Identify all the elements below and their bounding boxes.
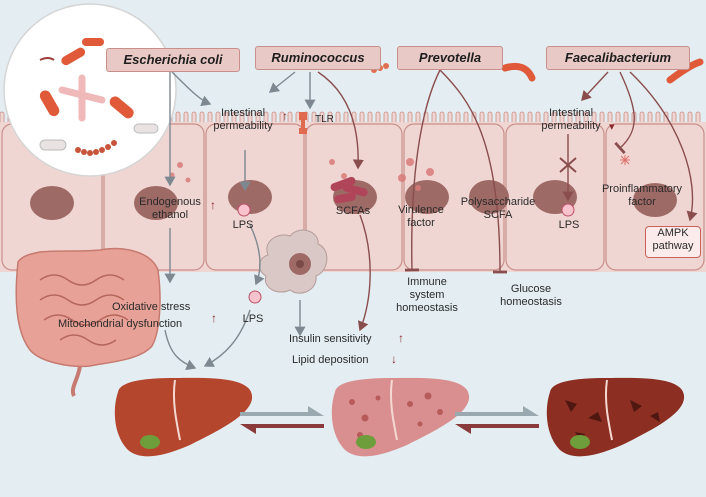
up-arrow-oxidative: ↑: [211, 311, 217, 325]
ampk-pathway-text: AMPK pathway: [652, 227, 694, 252]
pathway-arrows: [164, 69, 698, 371]
up-arrow-ethanol: ↑: [210, 198, 216, 212]
down-arrow-lipid: ↓: [391, 352, 397, 366]
lps-dots: [237, 203, 575, 304]
polysaccharide-scfa-label: Polysaccharide SCFA: [454, 196, 542, 222]
immune-cell: [259, 229, 328, 294]
virulence-factor-text: Virulence factor: [398, 204, 444, 229]
cell-nuclei: [30, 180, 677, 220]
polysaccharide-scfa-text: Polysaccharide SCFA: [460, 196, 536, 221]
prevotella-rod: [501, 62, 536, 82]
progression-arrows: [240, 406, 539, 434]
lps-cell-label: LPS: [232, 219, 254, 231]
liver-fibrotic: [546, 377, 685, 457]
tlr-receptor: [299, 112, 307, 134]
liver-fatty: [331, 377, 470, 457]
proinflammatory-factor-text: Proinflammatory factor: [601, 183, 683, 208]
intestinal-permeability-label-1: Intestinal permeability: [206, 107, 280, 133]
oxidative-stress-label: Oxidative stress: [112, 301, 191, 313]
endogenous-ethanol-label: Endogenous ethanol: [126, 196, 214, 222]
inflammation-burst: [620, 155, 630, 165]
proinflammatory-factor-label: Proinflammatory factor: [594, 183, 690, 209]
scfas-label: SCFAs: [335, 205, 371, 217]
up-arrow-insulin: ↑: [398, 331, 404, 345]
down-arrow-permeability-2: ▾: [609, 121, 615, 133]
prevotella-tag: Prevotella: [397, 46, 503, 70]
mitochondrial-dysfunction-label: Mitochondrial dysfunction: [58, 318, 183, 330]
insulin-sensitivity-label: Insulin sensitivity: [289, 333, 372, 345]
ecoli-tag: Escherichia coli: [106, 48, 240, 72]
endogenous-ethanol-text: Endogenous ethanol: [139, 196, 201, 221]
faecalibacterium-tag: Faecalibacterium: [546, 46, 690, 70]
virulence-factor-label: Virulence factor: [386, 204, 456, 230]
liver-healthy: [114, 377, 253, 457]
lps-right-label: LPS: [558, 219, 580, 231]
intestinal-permeability-label-2: Intestinal permeability: [533, 107, 609, 133]
bacteria-magnifier: [3, 3, 177, 177]
immune-homeostasis-text: Immune system homeostasis: [396, 276, 458, 314]
ampk-pathway-box: AMPK pathway: [645, 226, 701, 258]
glucose-homeostasis-text: Glucose homeostasis: [500, 283, 562, 308]
particles: [169, 158, 434, 191]
immune-homeostasis-label: Immune system homeostasis: [382, 276, 472, 315]
scfa-cluster: [330, 176, 368, 204]
intestine-illustration: [15, 247, 161, 397]
tlr-label: TLR: [315, 114, 334, 125]
up-arrow-permeability-1: ↑: [282, 109, 288, 123]
glucose-homeostasis-label: Glucose homeostasis: [483, 283, 579, 309]
intestinal-permeability-text-1: Intestinal permeability: [213, 107, 273, 132]
ruminococcus-tag: Ruminococcus: [255, 46, 381, 70]
lps-lower-label: LPS: [242, 313, 264, 325]
intestinal-permeability-text-2: Intestinal permeability: [541, 107, 601, 132]
lipid-deposition-label: Lipid deposition: [292, 354, 369, 366]
